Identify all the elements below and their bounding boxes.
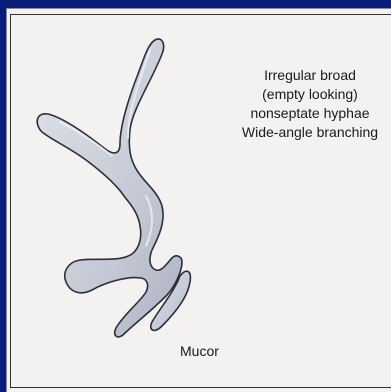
description-line-1: Irregular broad: [200, 66, 391, 85]
description-line-4: Wide-angle branching: [200, 123, 391, 142]
description-line-3: nonseptate hyphae: [200, 104, 391, 123]
hyphae-description: Irregular broad (empty looking) nonsepta…: [200, 66, 391, 142]
hypha-main-branch: [37, 39, 182, 337]
organism-caption: Mucor: [180, 343, 219, 359]
description-line-2: (empty looking): [200, 85, 391, 104]
